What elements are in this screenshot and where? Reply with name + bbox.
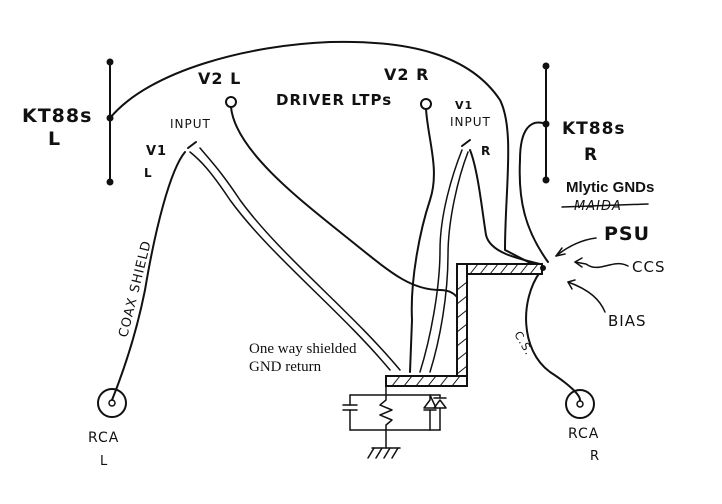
ccs-label: CCS bbox=[632, 258, 665, 276]
coax-left-wire bbox=[111, 151, 186, 401]
psu-label: PSU bbox=[604, 223, 650, 245]
driver-label: DRIVER LTPs bbox=[276, 91, 392, 109]
v1-left-side-label: L bbox=[144, 166, 153, 180]
input-right-coax-inner bbox=[429, 151, 469, 373]
v2-right-label: V2 R bbox=[384, 65, 429, 84]
v1-right-side-label: R bbox=[481, 144, 491, 158]
input-right-return bbox=[469, 149, 541, 265]
rca-right-jack bbox=[565, 389, 595, 419]
input-left-coax-inner bbox=[199, 147, 401, 371]
v2-right-wire bbox=[409, 108, 435, 373]
v1-right-label: V1 bbox=[455, 99, 473, 112]
bias-label: BIAS bbox=[608, 312, 647, 330]
star-ground-bus bbox=[385, 263, 546, 387]
ground-network bbox=[342, 385, 447, 459]
cs-right-wire bbox=[525, 271, 581, 401]
kt88-right-wire bbox=[518, 121, 549, 263]
input-right-coax bbox=[419, 149, 463, 373]
input-right-label: INPUT bbox=[450, 115, 491, 129]
coax-label: COAX SHIELD bbox=[116, 239, 155, 339]
bias-arrow bbox=[567, 279, 606, 313]
maida-label: MAIDA bbox=[574, 199, 622, 214]
cs-label: C.S. bbox=[511, 329, 535, 358]
kt88-right-side-label: R bbox=[584, 145, 598, 165]
top-arc-wire bbox=[109, 40, 541, 269]
mlytic-label: Mlytic GNDs bbox=[566, 179, 654, 196]
v2-left-label: V2 L bbox=[198, 69, 241, 88]
v2-right-node bbox=[420, 98, 432, 110]
psu-arrow bbox=[555, 237, 597, 257]
input-left-label: INPUT bbox=[170, 117, 211, 131]
input-left-node bbox=[187, 141, 197, 149]
rca-right-label: RCA bbox=[568, 426, 599, 442]
rca-left-side-label: L bbox=[100, 454, 108, 469]
maida-strike bbox=[561, 203, 649, 208]
ccs-arrow bbox=[574, 257, 629, 269]
rca-right-side-label: R bbox=[590, 449, 600, 464]
note-line-2: GND return bbox=[249, 359, 322, 375]
kt88-left-bar bbox=[106, 58, 114, 186]
rca-left-jack bbox=[97, 388, 127, 418]
input-right-node bbox=[461, 139, 471, 147]
kt88-left-label: KT88s bbox=[22, 105, 92, 127]
v2-left-wire bbox=[230, 106, 464, 316]
note-line-1: One way shielded bbox=[249, 341, 357, 357]
kt88-left-side-label: L bbox=[48, 128, 61, 150]
v1-left-label: V1 bbox=[146, 144, 167, 159]
kt88-right-label: KT88s bbox=[562, 119, 626, 139]
rca-left-label: RCA bbox=[88, 430, 119, 446]
input-left-coax bbox=[189, 151, 391, 371]
v2-left-node bbox=[225, 96, 237, 108]
